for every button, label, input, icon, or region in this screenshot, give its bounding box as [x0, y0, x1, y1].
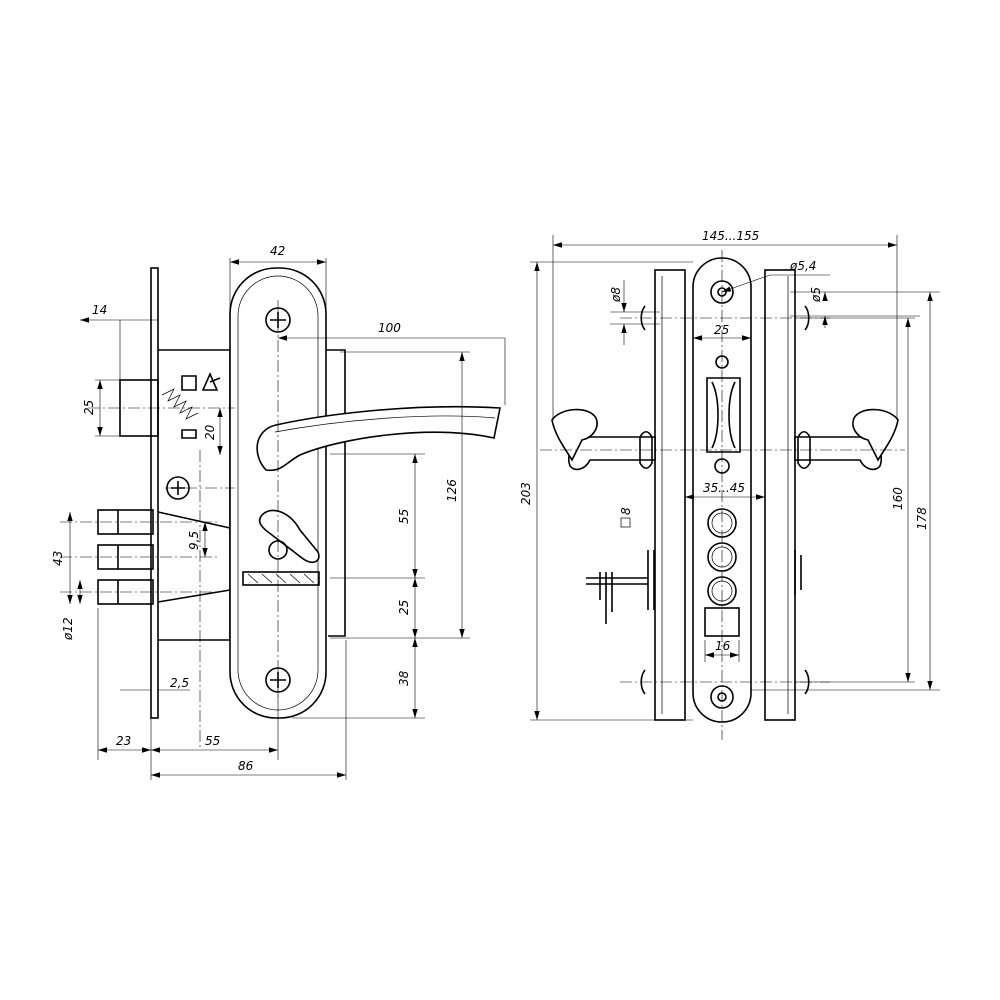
dim-o5-4: ø5,4 [789, 259, 816, 273]
cylinder-slot [242, 571, 320, 586]
dim-9-5: 9,5 [187, 531, 201, 550]
handle-lever [256, 405, 501, 472]
dim-55-vertical: 55 [397, 509, 411, 524]
dim-20: 20 [203, 424, 217, 440]
front-view: 145...155 ø5,4 ø8 ø5 25 203 35...45 8 16… [519, 229, 940, 740]
door-right [764, 269, 796, 721]
latch-triangle [201, 372, 221, 391]
dim-o12: ø12 [61, 617, 75, 641]
dim-25-latch: 25 [82, 400, 96, 415]
dim-42: 42 [270, 244, 285, 258]
dim-55-horizontal: 55 [205, 734, 220, 748]
side-view: 42 14 25 100 20 126 55 9,5 43 ø12 25 38 … [51, 244, 506, 780]
dim-o5: ø5 [809, 287, 823, 303]
dim-145-155: 145...155 [702, 229, 759, 243]
key [586, 550, 655, 624]
dim-25-plate: 25 [714, 323, 729, 337]
faceplate [150, 267, 159, 719]
dim-o8: ø8 [609, 287, 623, 303]
latch-window [706, 377, 741, 453]
dim-2-5: 2,5 [170, 676, 189, 690]
dim-126: 126 [445, 479, 459, 502]
dim-178: 178 [915, 507, 929, 530]
dim-25-cylinder: 25 [397, 600, 411, 615]
dim-43: 43 [51, 551, 65, 566]
door-left [654, 269, 686, 721]
dim-160: 160 [891, 487, 905, 510]
dim-203: 203 [519, 482, 533, 505]
dim-square-8: 8 [619, 507, 633, 515]
dim-14: 14 [92, 303, 107, 317]
latch-spring [161, 388, 199, 420]
dim-86: 86 [238, 759, 254, 773]
dim-38: 38 [397, 670, 411, 686]
dim-16: 16 [715, 639, 731, 653]
dim-23: 23 [116, 734, 131, 748]
thumb-turn [258, 509, 320, 564]
dim-100: 100 [378, 321, 401, 335]
deadbolts [97, 509, 231, 605]
dim-35-45: 35...45 [703, 481, 745, 495]
